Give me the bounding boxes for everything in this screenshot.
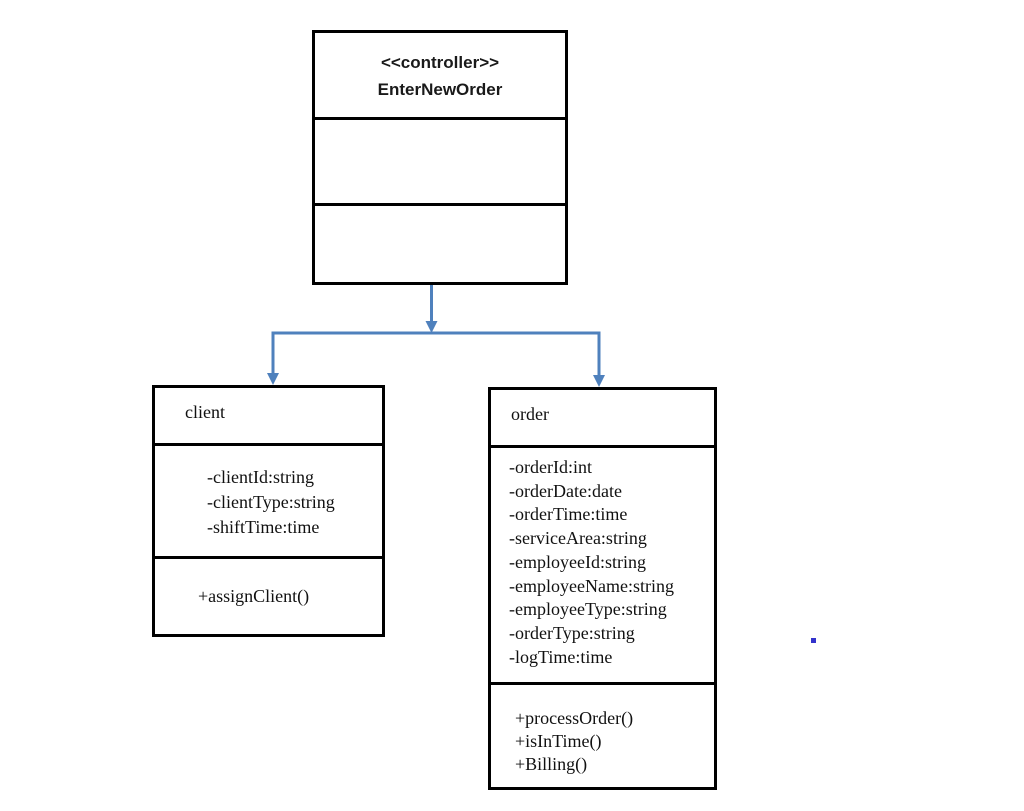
controller-name: EnterNewOrder: [377, 80, 503, 99]
attribute: -shiftTime:time: [207, 517, 320, 537]
attribute: -orderTime:time: [509, 504, 628, 525]
class-box-order: order -orderId:int -orderDate:date -orde…: [488, 387, 717, 790]
attribute: -clientId:string: [207, 467, 314, 487]
stray-mark: [811, 638, 816, 643]
controller-operations-compartment: [315, 203, 565, 282]
attribute: -employeeType:string: [509, 599, 667, 620]
client-operations-compartment: +assignClient(): [155, 556, 382, 634]
attribute: -clientType:string: [207, 492, 335, 512]
class-name: order: [511, 404, 549, 424]
controller-stereotype: <<controller>>: [380, 53, 500, 72]
attribute: -employeeId:string: [509, 551, 646, 572]
attribute: -employeeName:string: [509, 575, 674, 596]
connector-branch-to-order: [431, 331, 605, 387]
controller-attributes-compartment: [315, 117, 565, 203]
client-attributes-compartment: -clientId:string -clientType:string -shi…: [155, 443, 382, 556]
class-box-client: client -clientId:string -clientType:stri…: [152, 385, 385, 637]
controller-title-compartment: <<controller>> EnterNewOrder: [315, 33, 565, 117]
operation: +processOrder(): [515, 708, 634, 728]
attribute: -serviceArea:string: [509, 528, 647, 549]
order-title-compartment: order: [491, 390, 714, 445]
operation: +isInTime(): [515, 731, 602, 751]
operation: +Billing(): [515, 754, 588, 774]
class-box-controller: <<controller>> EnterNewOrder: [312, 30, 568, 285]
attribute: -logTime:time: [509, 646, 613, 667]
class-name: client: [185, 402, 225, 422]
connector-branch-to-client: [267, 331, 432, 385]
order-attributes-compartment: -orderId:int -orderDate:date -orderTime:…: [491, 445, 714, 682]
attribute: -orderDate:date: [509, 480, 622, 501]
attribute: -orderType:string: [509, 622, 635, 643]
client-title-compartment: client: [155, 388, 382, 443]
attribute: -orderId:int: [509, 457, 592, 477]
order-operations-compartment: +processOrder() +isInTime() +Billing(): [491, 682, 714, 787]
operation: +assignClient(): [198, 586, 310, 606]
